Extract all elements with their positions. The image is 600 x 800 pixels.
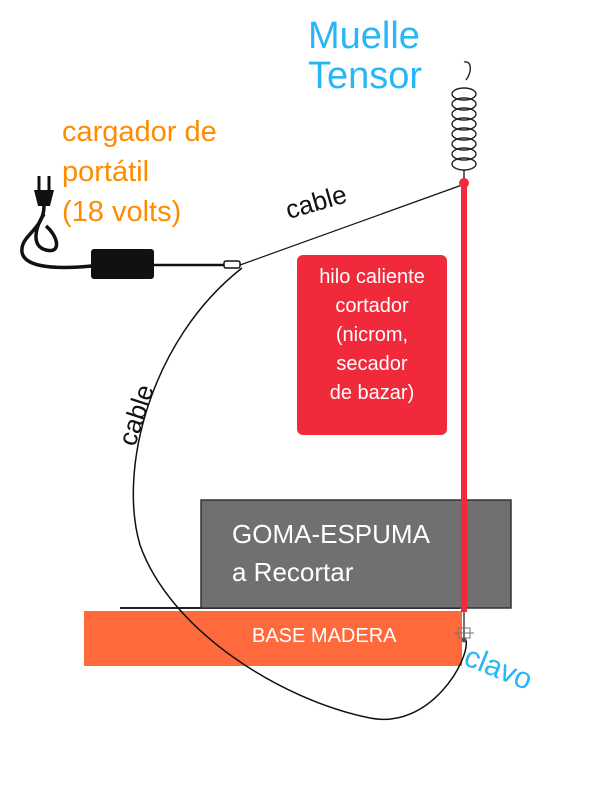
wood-base [84,611,462,666]
charger-label-line1: cargador de [62,116,217,148]
charger-label-line2: portátil [62,156,150,188]
hot-wire-label-line5: de bazar) [329,382,415,404]
foam-label-line2: a Recortar [232,557,354,587]
foam-label-line1: GOMA-ESPUMA [232,519,430,549]
charger-label-line3: (18 volts) [62,196,182,228]
nail-icon [454,612,474,643]
hot-wire-label-line3: (nicrom, [335,324,409,346]
spring-icon [451,61,477,180]
hot-wire-label-line1: hilo caliente [319,266,425,288]
hot-wire-label-line4: secador [336,353,408,375]
cable-top-wire [239,184,463,266]
spring-label-line1: Muelle [308,15,420,57]
hot-wire-label-line2: cortador [335,295,409,317]
hot-wire-label-box: hilo caliente cortador (nicrom, secador … [297,255,447,435]
hot-wire-top-knot [459,178,469,188]
cable-left-wire [132,267,467,721]
wood-base-label: BASE MADERA [252,625,397,647]
foam-label: GOMA-ESPUMA a Recortar [232,515,430,591]
spring-label: Muelle Tensor [308,16,422,96]
charger-label: cargador de portátil (18 volts) [62,112,217,232]
charger-icon [20,176,241,279]
foam-block [200,499,512,609]
spring-label-line2: Tensor [308,55,423,97]
